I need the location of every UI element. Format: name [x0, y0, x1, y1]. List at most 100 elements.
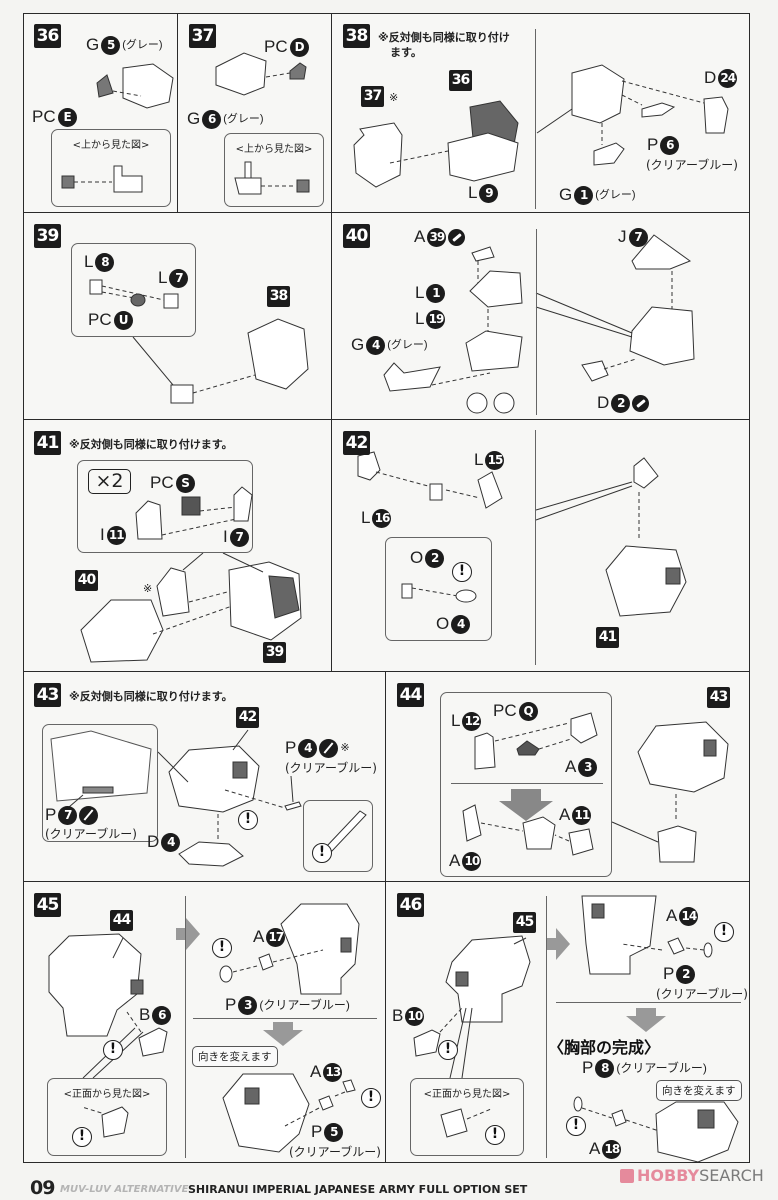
mirror-note-line-2: ます。	[390, 46, 422, 59]
runner-letter: L	[474, 450, 484, 469]
part-label-pc-u: PC U	[88, 310, 133, 330]
runner-letter: P	[285, 738, 297, 757]
part-number: 3	[578, 757, 598, 777]
runner-letter: PC	[32, 107, 56, 126]
part-label-a10: A 10	[449, 851, 482, 871]
part-number: Q	[518, 701, 538, 721]
part-label-l1: L 1	[415, 283, 446, 303]
part-label-g4: G 4 (グレー)	[351, 335, 428, 355]
cut-knife-icon	[448, 228, 466, 246]
mirror-note-line-1: ※反対側も同様に取り付け	[378, 31, 510, 44]
caution-icon: !	[566, 1116, 586, 1136]
asterisk-mark: ※	[340, 742, 350, 754]
part-label-a39: A 39	[414, 227, 466, 247]
part-number: E	[57, 107, 77, 127]
divider	[536, 229, 537, 415]
part-label-b6: B 6	[139, 1005, 172, 1025]
part-number: 5	[101, 35, 121, 55]
runner-letter: L	[415, 283, 425, 302]
runner-letter: L	[451, 711, 461, 730]
watermark-brand-a: HOBBY	[637, 1166, 700, 1185]
part-number: 11	[106, 525, 126, 545]
color-note: (グレー)	[387, 339, 428, 351]
divider	[451, 783, 603, 784]
step-number: 45	[34, 893, 61, 917]
part-number: 16	[372, 508, 392, 528]
part-number: 6	[202, 109, 222, 129]
runner-letter: B	[139, 1005, 151, 1024]
ref-step-43: 43	[707, 687, 730, 708]
runner-letter: A	[310, 1062, 322, 1081]
runner-letter: I	[100, 525, 105, 544]
front-view-callout: <正面から見た図> !	[410, 1078, 524, 1156]
callout-title: <上から見た図>	[235, 144, 313, 155]
part-label-g5: G 5 (グレー)	[86, 35, 163, 55]
step-36-panel: 36 G 5 (グレー) PC E <上から見た図>	[23, 13, 178, 213]
runner-letter: L	[415, 309, 425, 328]
part-number: 2	[676, 964, 696, 984]
cut-knife-icon	[632, 394, 650, 412]
color-note-clear-blue: (クリアーブルー)	[656, 987, 748, 1001]
part-label-o4: O 4	[436, 614, 471, 634]
step-38-panel: 38 ※反対側も同様に取り付け ます。 37 ※ 36 L 9 D 24 P 6…	[332, 13, 750, 213]
step-41-panel: 41 ※反対側も同様に取り付けます。 ×2 PC S I 11 I 7 40 3…	[23, 420, 332, 672]
ref-step-36: 36	[449, 70, 472, 91]
runner-letter: A	[666, 906, 678, 925]
part-number: D	[289, 37, 309, 57]
ref-step-41: 41	[596, 627, 619, 648]
part-number: 8	[95, 252, 115, 272]
detail-callout-p4: !	[303, 800, 373, 872]
runner-letter: G	[187, 109, 201, 128]
part-label-a3: A 3	[565, 757, 598, 777]
part-number: 24	[718, 68, 738, 88]
color-note: (クリアーブルー)	[616, 1061, 707, 1075]
part-number: 4	[451, 614, 471, 634]
part-label-p7: P 7	[45, 805, 99, 825]
chest-complete-title: 〈胸部の完成〉	[548, 1038, 661, 1057]
step-44-panel: 44 L 12 PC Q A 3 A 11	[386, 672, 750, 882]
runner-letter: A	[559, 805, 571, 824]
part-number: 19	[426, 309, 446, 329]
runner-letter: A	[253, 927, 265, 946]
step-42-panel: 42 L 15 L 16 O 2 O 4 ! 41	[332, 420, 750, 672]
caution-icon: !	[485, 1125, 505, 1145]
part-label-j7: J 7	[618, 227, 648, 247]
turn-around-note: 向きを変えます	[192, 1046, 278, 1067]
part-label-l16: L 16	[361, 508, 392, 528]
part-label-p2: P 2	[663, 964, 696, 984]
part-number: 39	[427, 227, 447, 247]
runner-letter: L	[361, 508, 371, 527]
part-number: 7	[58, 805, 78, 825]
runner-letter: P	[311, 1122, 323, 1141]
caution-icon: !	[103, 1040, 123, 1060]
step-number: 46	[397, 893, 424, 917]
part-label-a14: A 14	[666, 906, 699, 926]
runner-letter: P	[225, 995, 237, 1014]
part-number: 14	[679, 906, 699, 926]
runner-letter: O	[410, 548, 424, 567]
part-label-a18: A 18	[589, 1139, 622, 1159]
color-note: (グレー)	[595, 189, 636, 201]
step-number: 36	[34, 24, 61, 48]
mirror-note: ※反対側も同様に取り付け ます。	[378, 30, 510, 60]
subassembly-callout: ×2 PC S I 11 I 7	[77, 460, 253, 553]
page-number: 09	[30, 1177, 55, 1199]
divider	[193, 1018, 377, 1019]
part-label-o2: O 2	[410, 548, 445, 568]
part-number: 1	[426, 283, 446, 303]
part-number: 8	[595, 1058, 615, 1078]
part-label-d24: D 24	[704, 68, 738, 88]
ref-step-45: 45	[513, 912, 536, 933]
part-number: 3	[238, 995, 258, 1015]
runner-letter: D	[597, 393, 610, 412]
runner-letter: PC	[88, 310, 112, 329]
callout-title: <正面から見た図>	[423, 1089, 511, 1100]
runner-letter: PC	[264, 37, 288, 56]
color-note: (クリアーブルー)	[259, 998, 350, 1012]
asterisk-mark: ※	[389, 91, 399, 104]
divider	[535, 29, 536, 209]
part-number: 2	[611, 393, 631, 413]
part-label-p8: P 8 (クリアーブルー)	[582, 1058, 707, 1078]
runner-letter: J	[618, 227, 627, 246]
part-label-pc-s: PC S	[150, 473, 195, 493]
